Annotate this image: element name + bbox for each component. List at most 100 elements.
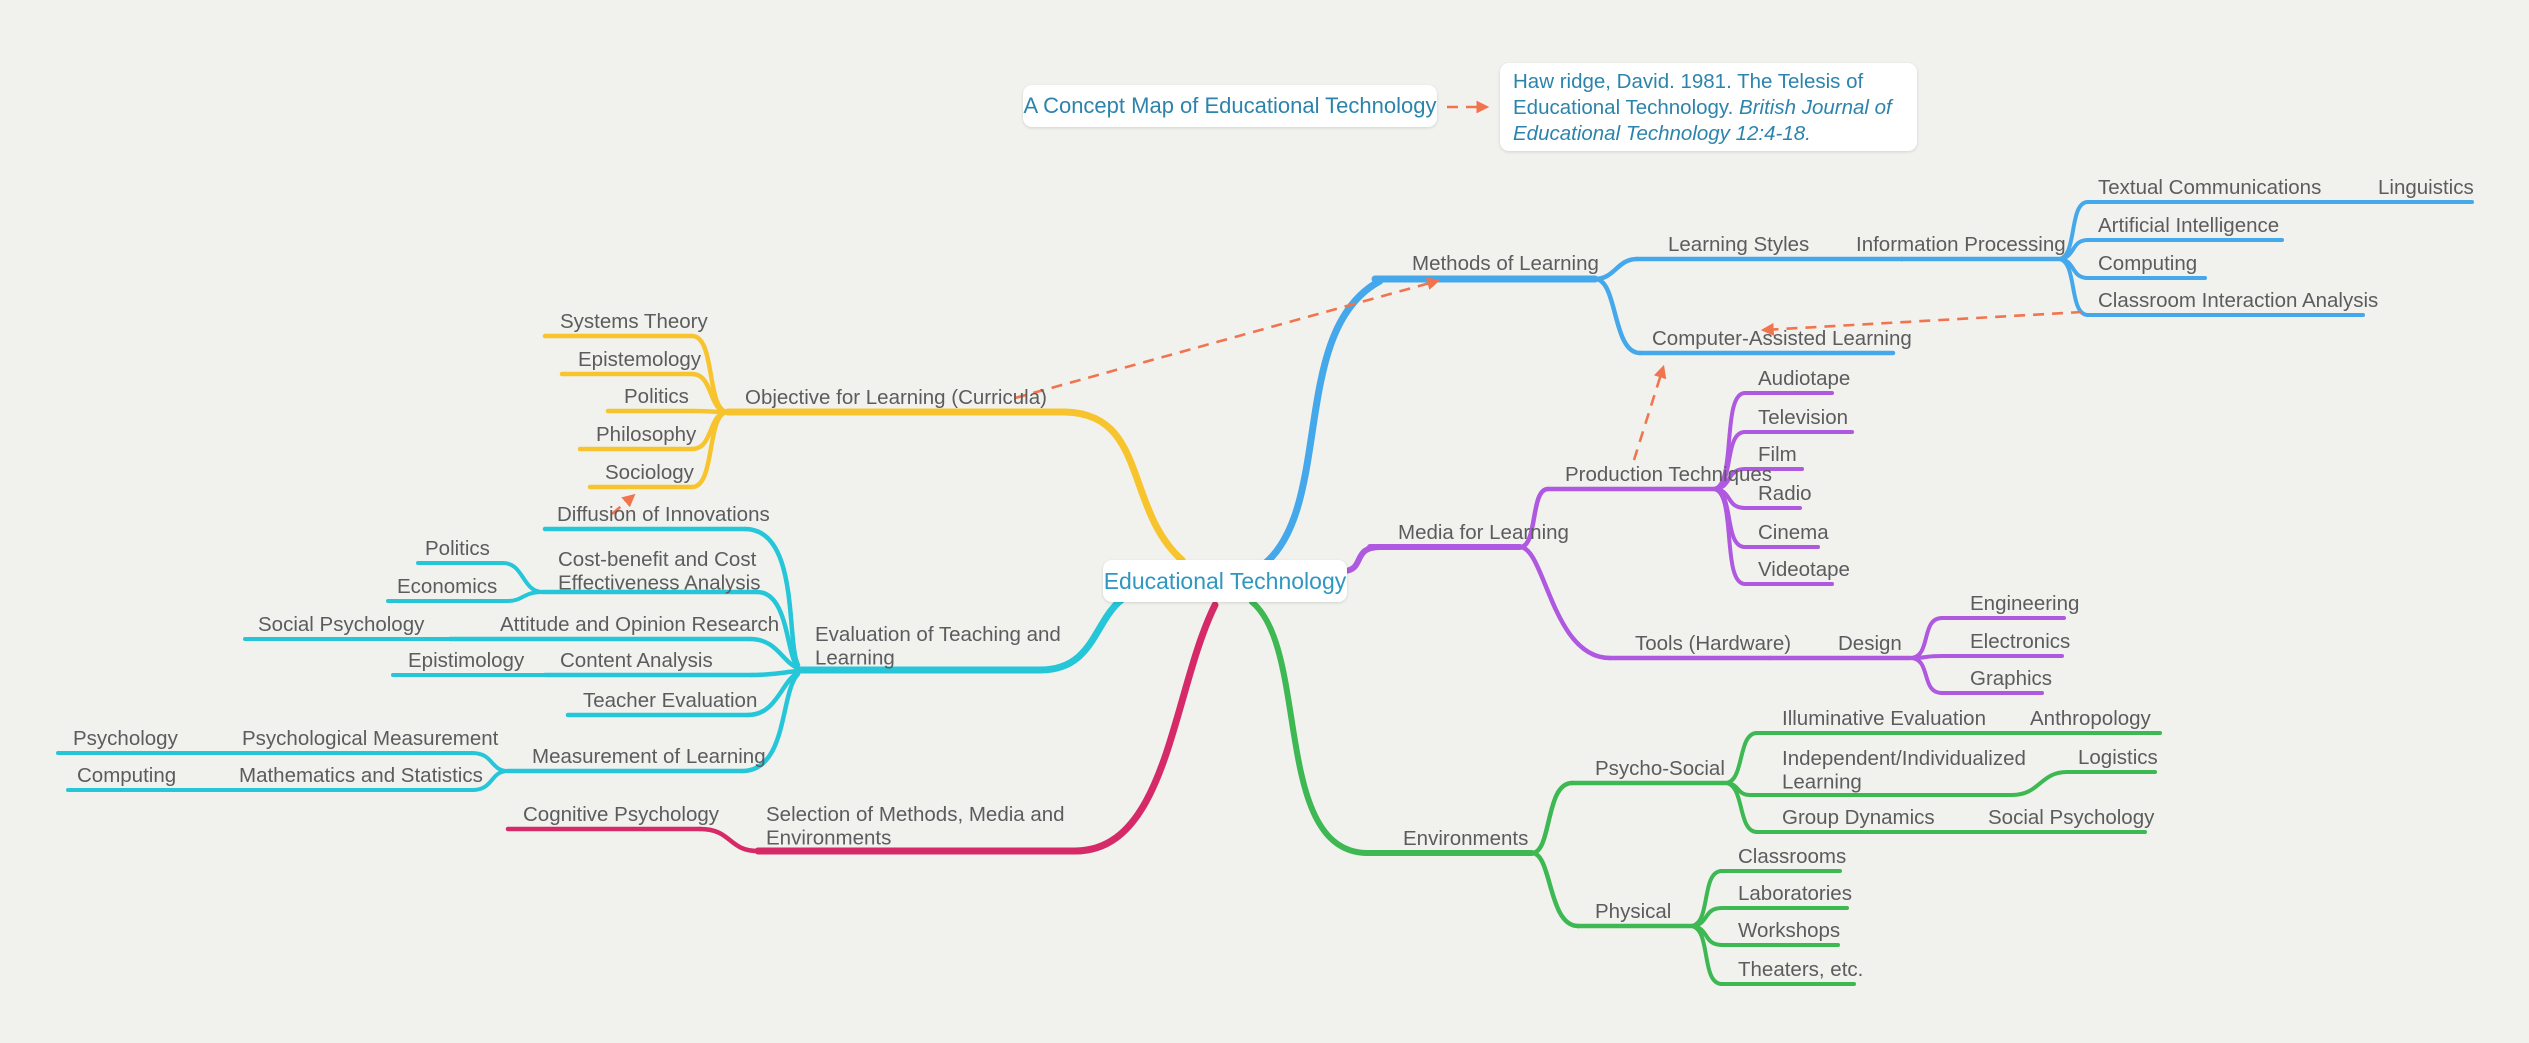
connector-videotape (1711, 487, 1747, 586)
node-label-politics-yellow[interactable]: Politics (624, 385, 689, 408)
node-label-systems-theory[interactable]: Systems Theory (560, 310, 708, 333)
connector-economics (505, 590, 545, 603)
connector-learning-styles (1592, 256, 1640, 282)
connector-tools-hardware (1517, 544, 1613, 661)
node-label-psychology[interactable]: Psychology (73, 727, 179, 750)
node-label-independent-individualized-learning[interactable]: Independent/Individualized (1782, 747, 2026, 770)
node-label-artificial-intelligence[interactable]: Artificial Intelligence (2098, 214, 2279, 237)
node-label-sociology[interactable]: Sociology (605, 461, 695, 484)
node-label-philosophy[interactable]: Philosophy (596, 423, 697, 446)
node-label-graphics[interactable]: Graphics (1970, 667, 2052, 690)
dashed-link-production-techniques-to-cal (1632, 364, 1667, 461)
node-label-audiotape[interactable]: Audiotape (1758, 367, 1850, 390)
branch-objective-for-learning (542, 333, 1186, 564)
connector-group-dynamics (1723, 781, 1759, 834)
node-label-selection-of-methods-media-environments[interactable]: Environments (766, 827, 891, 850)
node-label-diffusion-of-innovations[interactable]: Diffusion of Innovations (557, 503, 770, 526)
node-label-environments[interactable]: Environments (1403, 827, 1528, 850)
node-label-evaluation-of-teaching-and-learning[interactable]: Evaluation of Teaching and (815, 623, 1061, 646)
node-label-group-dynamics[interactable]: Group Dynamics (1782, 806, 1935, 829)
node-label-measurement-of-learning[interactable]: Measurement of Learning (532, 745, 766, 768)
node-label-film[interactable]: Film (1758, 443, 1797, 466)
node-label-classroom-interaction-analysis[interactable]: Classroom Interaction Analysis (2098, 289, 2378, 312)
connector-media-for-learning (1342, 544, 1383, 574)
node-label-linguistics[interactable]: Linguistics (2378, 176, 2474, 199)
node-label-cinema[interactable]: Cinema (1758, 521, 1829, 544)
node-label-evaluation-of-teaching-and-learning[interactable]: Learning (815, 647, 895, 670)
root-node-educational-technology[interactable]: Educational Technology (1103, 560, 1347, 602)
dashed-link-classroom-analysis-to-cal (1760, 310, 2083, 336)
node-label-social-psychology-eval[interactable]: Social Psychology (258, 613, 425, 636)
map-title-node[interactable]: A Concept Map of Educational Technology (1023, 85, 1437, 127)
node-label-theaters-etc[interactable]: Theaters, etc. (1738, 958, 1863, 981)
node-label-selection-of-methods-media-environments[interactable]: Selection of Methods, Media and (766, 803, 1065, 826)
node-label-logistics[interactable]: Logistics (2078, 746, 2158, 769)
connector-cognitive-psychology (697, 826, 761, 854)
node-label-objective-for-learning-curricula[interactable]: Objective for Learning (Curricula) (745, 386, 1047, 409)
connector-engineering (1908, 616, 1944, 660)
node-label-psychological-measurement[interactable]: Psychological Measurement (242, 727, 499, 750)
node-label-design[interactable]: Design (1838, 632, 1902, 655)
node-label-cost-benefit-analysis[interactable]: Effectiveness Analysis (558, 572, 760, 595)
node-label-engineering[interactable]: Engineering (1970, 592, 2079, 615)
connector-methods-of-learning (1258, 277, 1384, 570)
connector-production-techniques (1517, 486, 1551, 550)
branch-selection-of-methods (505, 601, 1219, 855)
branch-media-for-learning (1342, 391, 2066, 695)
node-label-production-techniques[interactable]: Production Techniques (1565, 463, 1772, 486)
connector-graphics (1908, 656, 1944, 695)
connector-selection-of-methods-media-environments (1071, 601, 1219, 855)
node-label-laboratories[interactable]: Laboratories (1738, 882, 1852, 905)
connector-diffusion-of-innovations (742, 526, 801, 668)
node-label-illuminative-evaluation[interactable]: Illuminative Evaluation (1782, 707, 1986, 730)
node-labels-layer: Methods of Learning Learning Styles Inform… (73, 176, 2474, 981)
node-label-computing-methods[interactable]: Computing (2098, 252, 2197, 275)
node-label-computer-assisted-learning[interactable]: Computer-Assisted Learning (1652, 327, 1912, 350)
node-label-media-for-learning[interactable]: Media for Learning (1398, 521, 1569, 544)
node-label-epistimology-cyan[interactable]: Epistimology (408, 649, 525, 672)
node-label-psycho-social[interactable]: Psycho-Social (1595, 757, 1725, 780)
citation-line: Educational Technology 12:4-18. (1513, 122, 1811, 145)
connector-theaters-etc (1688, 924, 1724, 986)
citation-node[interactable]: Haw ridge, David. 1981. The Telesis of E… (1500, 63, 1917, 151)
citation-line: Haw ridge, David. 1981. The Telesis of (1513, 70, 1864, 93)
branch-methods-of-learning (1258, 200, 2474, 570)
node-label-tools-hardware[interactable]: Tools (Hardware) (1635, 632, 1791, 655)
connector-computer-assisted-learning (1592, 276, 1643, 356)
citation-line: Educational Technology. British Journal … (1513, 96, 1892, 119)
connector-mathematics-and-statistics (470, 769, 510, 792)
node-label-economics[interactable]: Economics (397, 575, 497, 598)
connector-logistics (2010, 770, 2069, 797)
node-label-cost-benefit-analysis[interactable]: Cost-benefit and Cost (558, 548, 757, 571)
node-label-politics-cyan[interactable]: Politics (425, 537, 490, 560)
node-label-learning-styles[interactable]: Learning Styles (1668, 233, 1809, 256)
node-label-attitude-and-opinion-research[interactable]: Attitude and Opinion Research (500, 613, 779, 636)
node-label-independent-individualized-learning[interactable]: Learning (1782, 771, 1862, 794)
node-label-classrooms[interactable]: Classrooms (1738, 845, 1846, 868)
node-label-social-psychology-env[interactable]: Social Psychology (1988, 806, 2155, 829)
connector-environments (1249, 599, 1371, 856)
node-label-workshops[interactable]: Workshops (1738, 919, 1840, 942)
node-label-content-analysis[interactable]: Content Analysis (560, 649, 713, 672)
node-label-physical[interactable]: Physical (1595, 900, 1671, 923)
node-label-computing-eval[interactable]: Computing (77, 764, 176, 787)
node-label-methods-of-learning[interactable]: Methods of Learning (1412, 252, 1599, 275)
node-label-mathematics-and-statistics[interactable]: Mathematics and Statistics (239, 764, 483, 787)
node-label-teacher-evaluation[interactable]: Teacher Evaluation (583, 689, 757, 712)
node-label-cognitive-psychology[interactable]: Cognitive Psychology (523, 803, 720, 826)
node-label-electronics[interactable]: Electronics (1970, 630, 2070, 653)
node-label-information-processing[interactable]: Information Processing (1856, 233, 2066, 256)
connector-illuminative-evaluation (1723, 731, 1759, 785)
node-label-textual-communications[interactable]: Textual Communications (2098, 176, 2321, 199)
node-label-television[interactable]: Television (1758, 406, 1848, 429)
connector-objective-for-learning-curricula (1061, 408, 1186, 564)
node-label-epistemology-yellow[interactable]: Epistemology (578, 348, 702, 371)
branch-lines-layer (56, 200, 2474, 986)
node-label-videotape[interactable]: Videotape (1758, 558, 1850, 581)
branch-environments (1249, 599, 2162, 986)
node-label-anthropology[interactable]: Anthropology (2030, 707, 2152, 730)
connector-sociology (689, 409, 731, 490)
node-label-radio[interactable]: Radio (1758, 482, 1812, 505)
